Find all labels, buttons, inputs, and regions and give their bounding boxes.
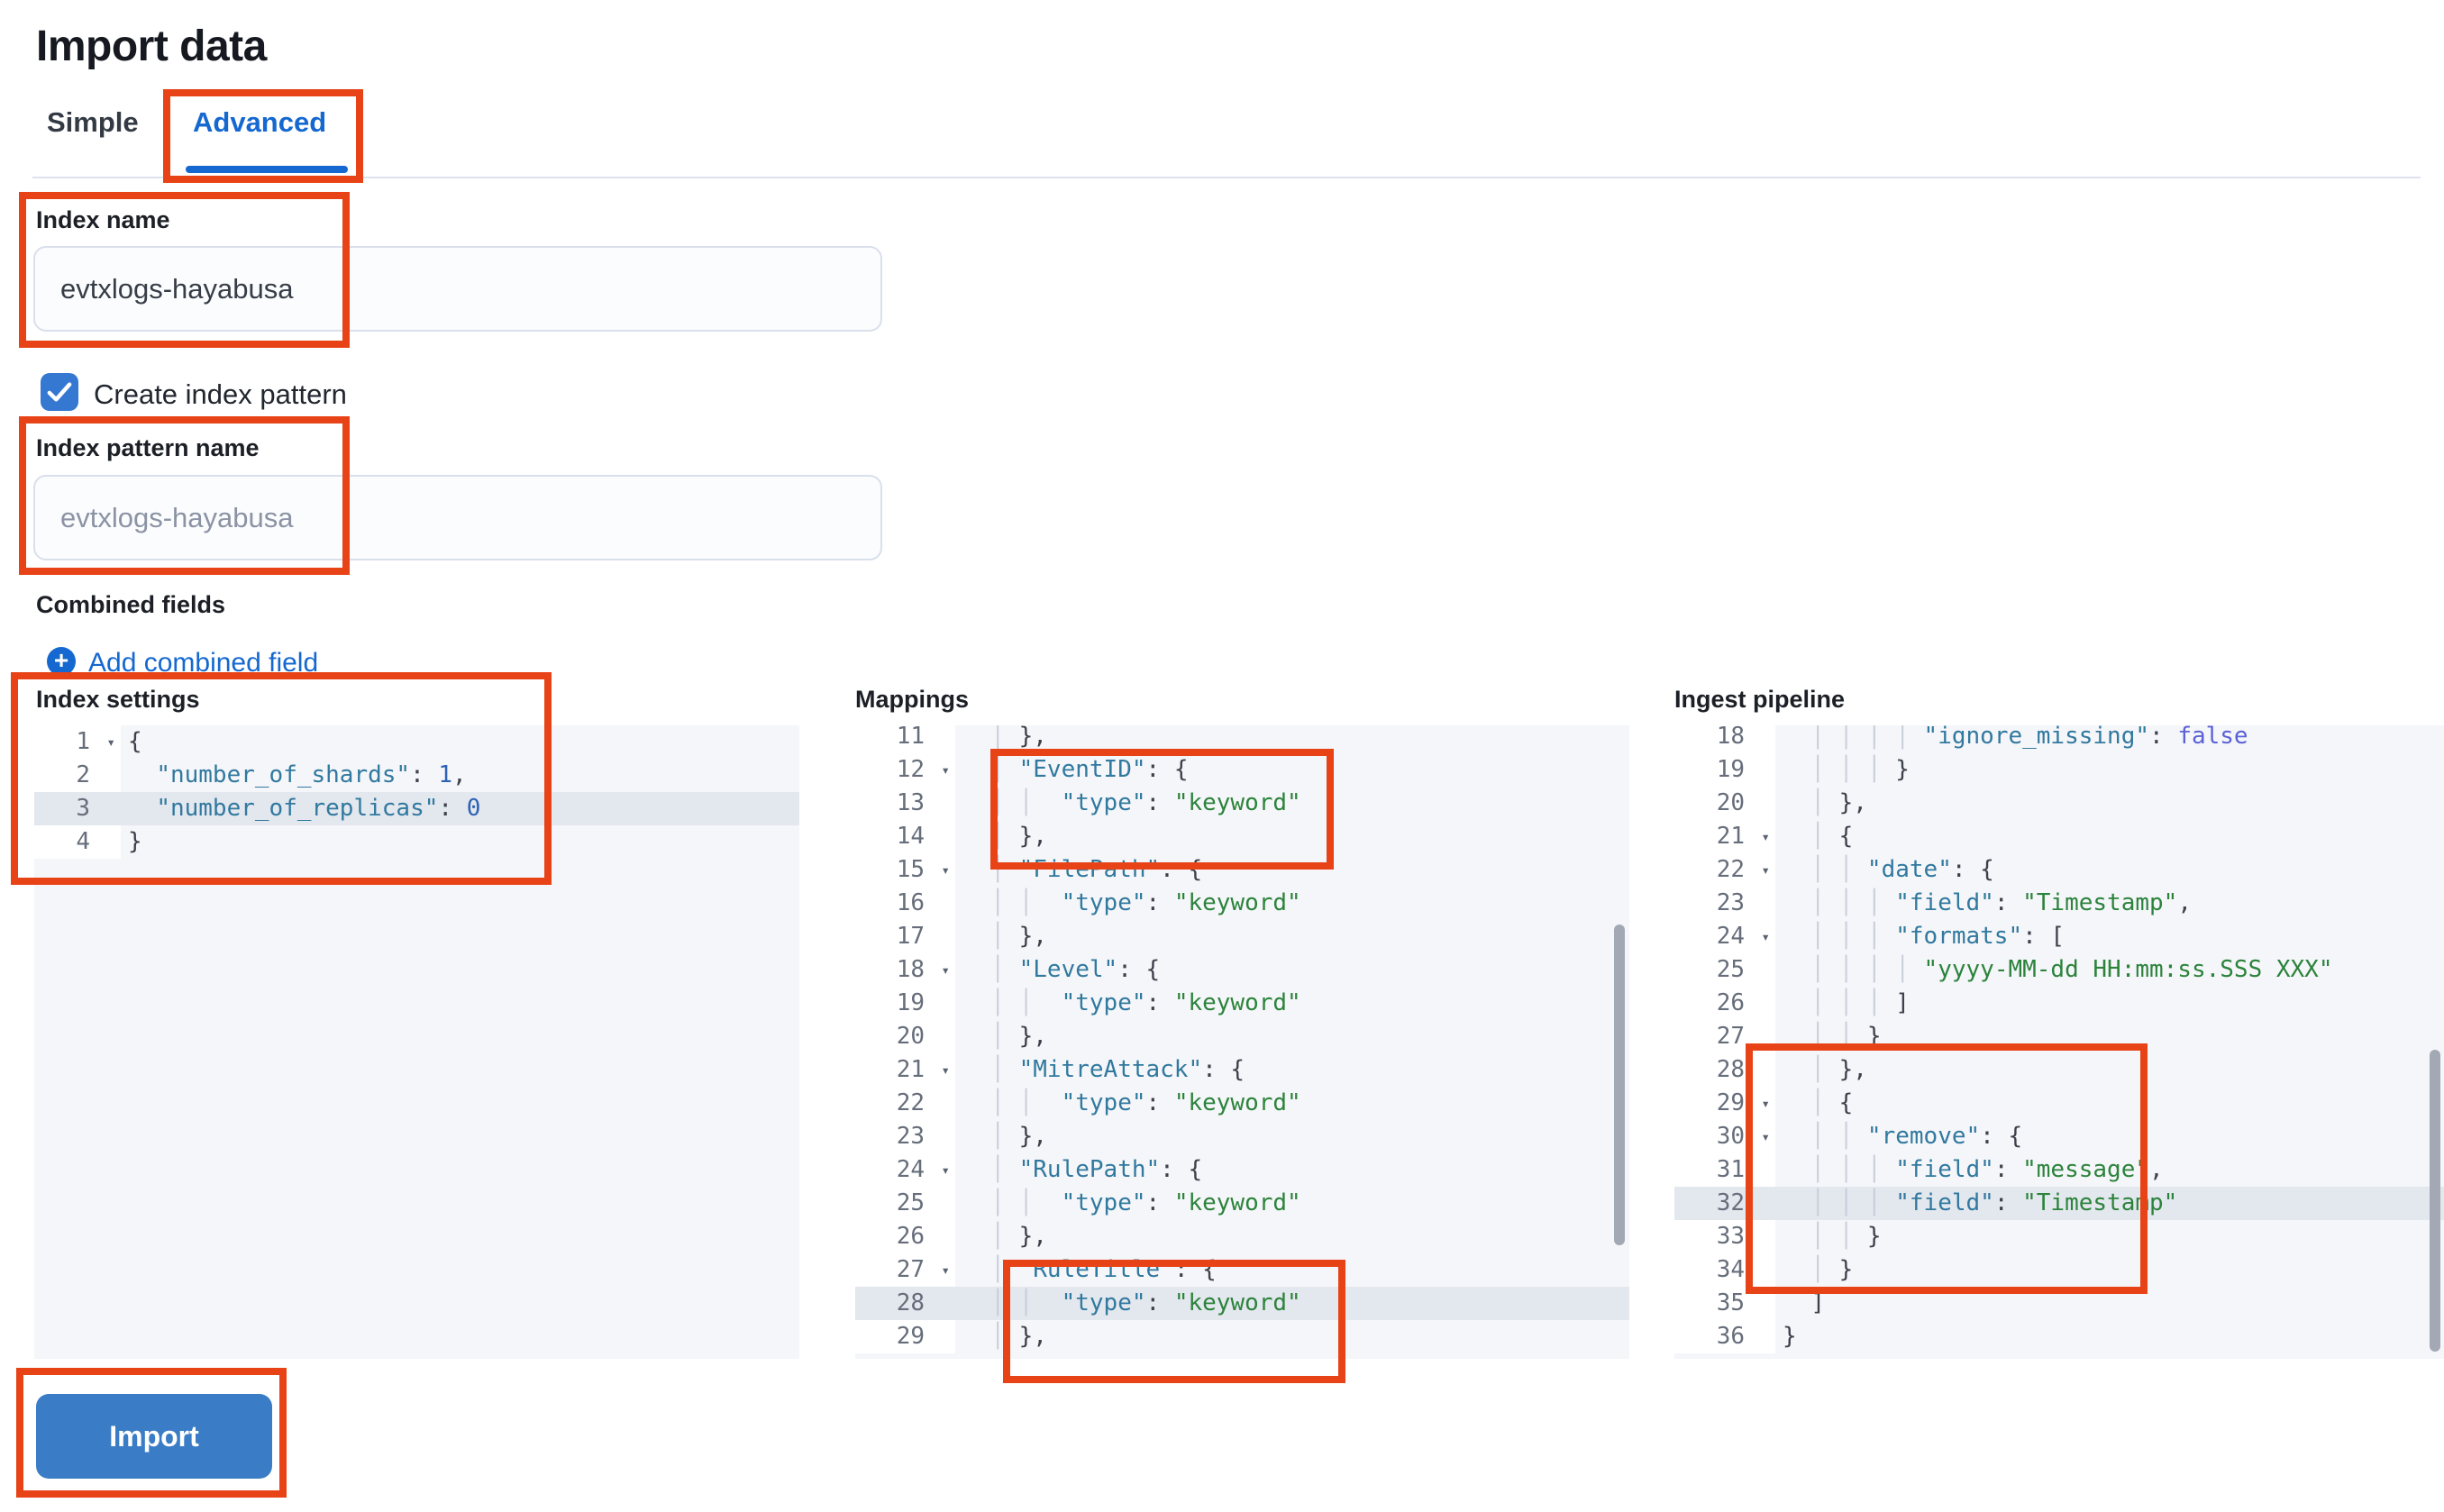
create-index-pattern-checkbox[interactable] xyxy=(41,373,78,411)
code-line[interactable]: 19 │ │ "type": "keyword" xyxy=(855,987,1629,1020)
code-line[interactable]: 15▾ │ "FilePath": { xyxy=(855,853,1629,887)
ingest-pipeline-scrollbar[interactable] xyxy=(2430,1050,2440,1352)
index-settings-label: Index settings xyxy=(36,686,200,713)
code-line[interactable]: 25 │ │ "type": "keyword" xyxy=(855,1187,1629,1220)
code-line[interactable]: 18 │ │ │ │ "ignore_missing": false xyxy=(1674,725,2444,753)
check-icon xyxy=(47,382,72,402)
code-line[interactable]: 3 "number_of_replicas": 0 xyxy=(34,792,799,825)
mappings-label: Mappings xyxy=(855,686,969,713)
code-line[interactable]: 20 │ }, xyxy=(1674,787,2444,820)
mappings-scrollbar[interactable] xyxy=(1614,925,1625,1245)
combined-fields-label: Combined fields xyxy=(36,591,226,618)
mappings-editor[interactable]: 11 │ },12▾ │ "EventID": {13 │ │ "type": … xyxy=(855,725,1629,1359)
code-line[interactable]: 27▾ │ "RuleTitle": { xyxy=(855,1253,1629,1287)
code-line[interactable]: 1▾{ xyxy=(34,725,799,759)
code-line[interactable]: 21▾ │ { xyxy=(1674,820,2444,853)
code-line[interactable]: 36} xyxy=(1674,1320,2444,1353)
code-line[interactable]: 35 ] xyxy=(1674,1287,2444,1320)
code-line[interactable]: 18▾ │ "Level": { xyxy=(855,953,1629,987)
code-line[interactable]: 32 │ │ │ "field": "Timestamp" xyxy=(1674,1187,2444,1220)
index-name-label: Index name xyxy=(36,206,170,233)
tab-simple[interactable]: Simple xyxy=(47,106,139,138)
page-title: Import data xyxy=(36,23,267,70)
code-line[interactable]: 24▾ │ │ │ "formats": [ xyxy=(1674,920,2444,953)
code-line[interactable]: 29▾ │ { xyxy=(1674,1087,2444,1120)
code-line[interactable]: 25 │ │ │ │ "yyyy-MM-dd HH:mm:ss.SSS XXX" xyxy=(1674,953,2444,987)
index-pattern-name-input[interactable] xyxy=(33,475,882,560)
add-combined-field-link[interactable]: Add combined field xyxy=(88,648,319,678)
code-line[interactable]: 4} xyxy=(34,825,799,859)
code-line[interactable]: 28 │ }, xyxy=(1674,1053,2444,1087)
create-index-pattern-label: Create index pattern xyxy=(94,378,347,410)
code-line[interactable]: 34 │ } xyxy=(1674,1253,2444,1287)
code-line[interactable]: 17 │ }, xyxy=(855,920,1629,953)
import-button[interactable]: Import xyxy=(36,1394,272,1479)
code-line[interactable]: 23 │ }, xyxy=(855,1120,1629,1153)
ingest-pipeline-label: Ingest pipeline xyxy=(1674,686,1846,713)
tab-advanced[interactable]: Advanced xyxy=(193,106,327,138)
index-name-input[interactable] xyxy=(33,246,882,332)
code-line[interactable]: 27 │ │ } xyxy=(1674,1020,2444,1053)
code-line[interactable]: 31 │ │ │ "field": "message", xyxy=(1674,1153,2444,1187)
code-line[interactable]: 2 "number_of_shards": 1, xyxy=(34,759,799,792)
code-line[interactable]: 23 │ │ │ "field": "Timestamp", xyxy=(1674,887,2444,920)
index-settings-editor[interactable]: 1▾{2 "number_of_shards": 1,3 "number_of_… xyxy=(34,725,799,1359)
code-line[interactable]: 13 │ │ "type": "keyword" xyxy=(855,787,1629,820)
index-pattern-name-label: Index pattern name xyxy=(36,434,260,461)
plus-in-circle-icon: + xyxy=(47,647,76,676)
code-line[interactable]: 14 │ }, xyxy=(855,820,1629,853)
code-line[interactable]: 22 │ │ "type": "keyword" xyxy=(855,1087,1629,1120)
code-line[interactable]: 24▾ │ "RulePath": { xyxy=(855,1153,1629,1187)
code-line[interactable]: 12▾ │ "EventID": { xyxy=(855,753,1629,787)
code-line[interactable]: 19 │ │ │ } xyxy=(1674,753,2444,787)
code-line[interactable]: 20 │ }, xyxy=(855,1020,1629,1053)
code-line[interactable]: 30▾ │ │ "remove": { xyxy=(1674,1120,2444,1153)
code-line[interactable]: 26 │ │ │ ] xyxy=(1674,987,2444,1020)
code-line[interactable]: 22▾ │ │ "date": { xyxy=(1674,853,2444,887)
code-line[interactable]: 29 │ }, xyxy=(855,1320,1629,1353)
code-line[interactable]: 28 │ │ "type": "keyword" xyxy=(855,1287,1629,1320)
tabs-divider xyxy=(32,177,2421,178)
code-line[interactable]: 16 │ │ "type": "keyword" xyxy=(855,887,1629,920)
code-line[interactable]: 33 │ │ } xyxy=(1674,1220,2444,1253)
code-line[interactable]: 11 │ }, xyxy=(855,725,1629,753)
code-line[interactable]: 26 │ }, xyxy=(855,1220,1629,1253)
code-line[interactable]: 21▾ │ "MitreAttack": { xyxy=(855,1053,1629,1087)
active-tab-underline xyxy=(186,166,348,173)
